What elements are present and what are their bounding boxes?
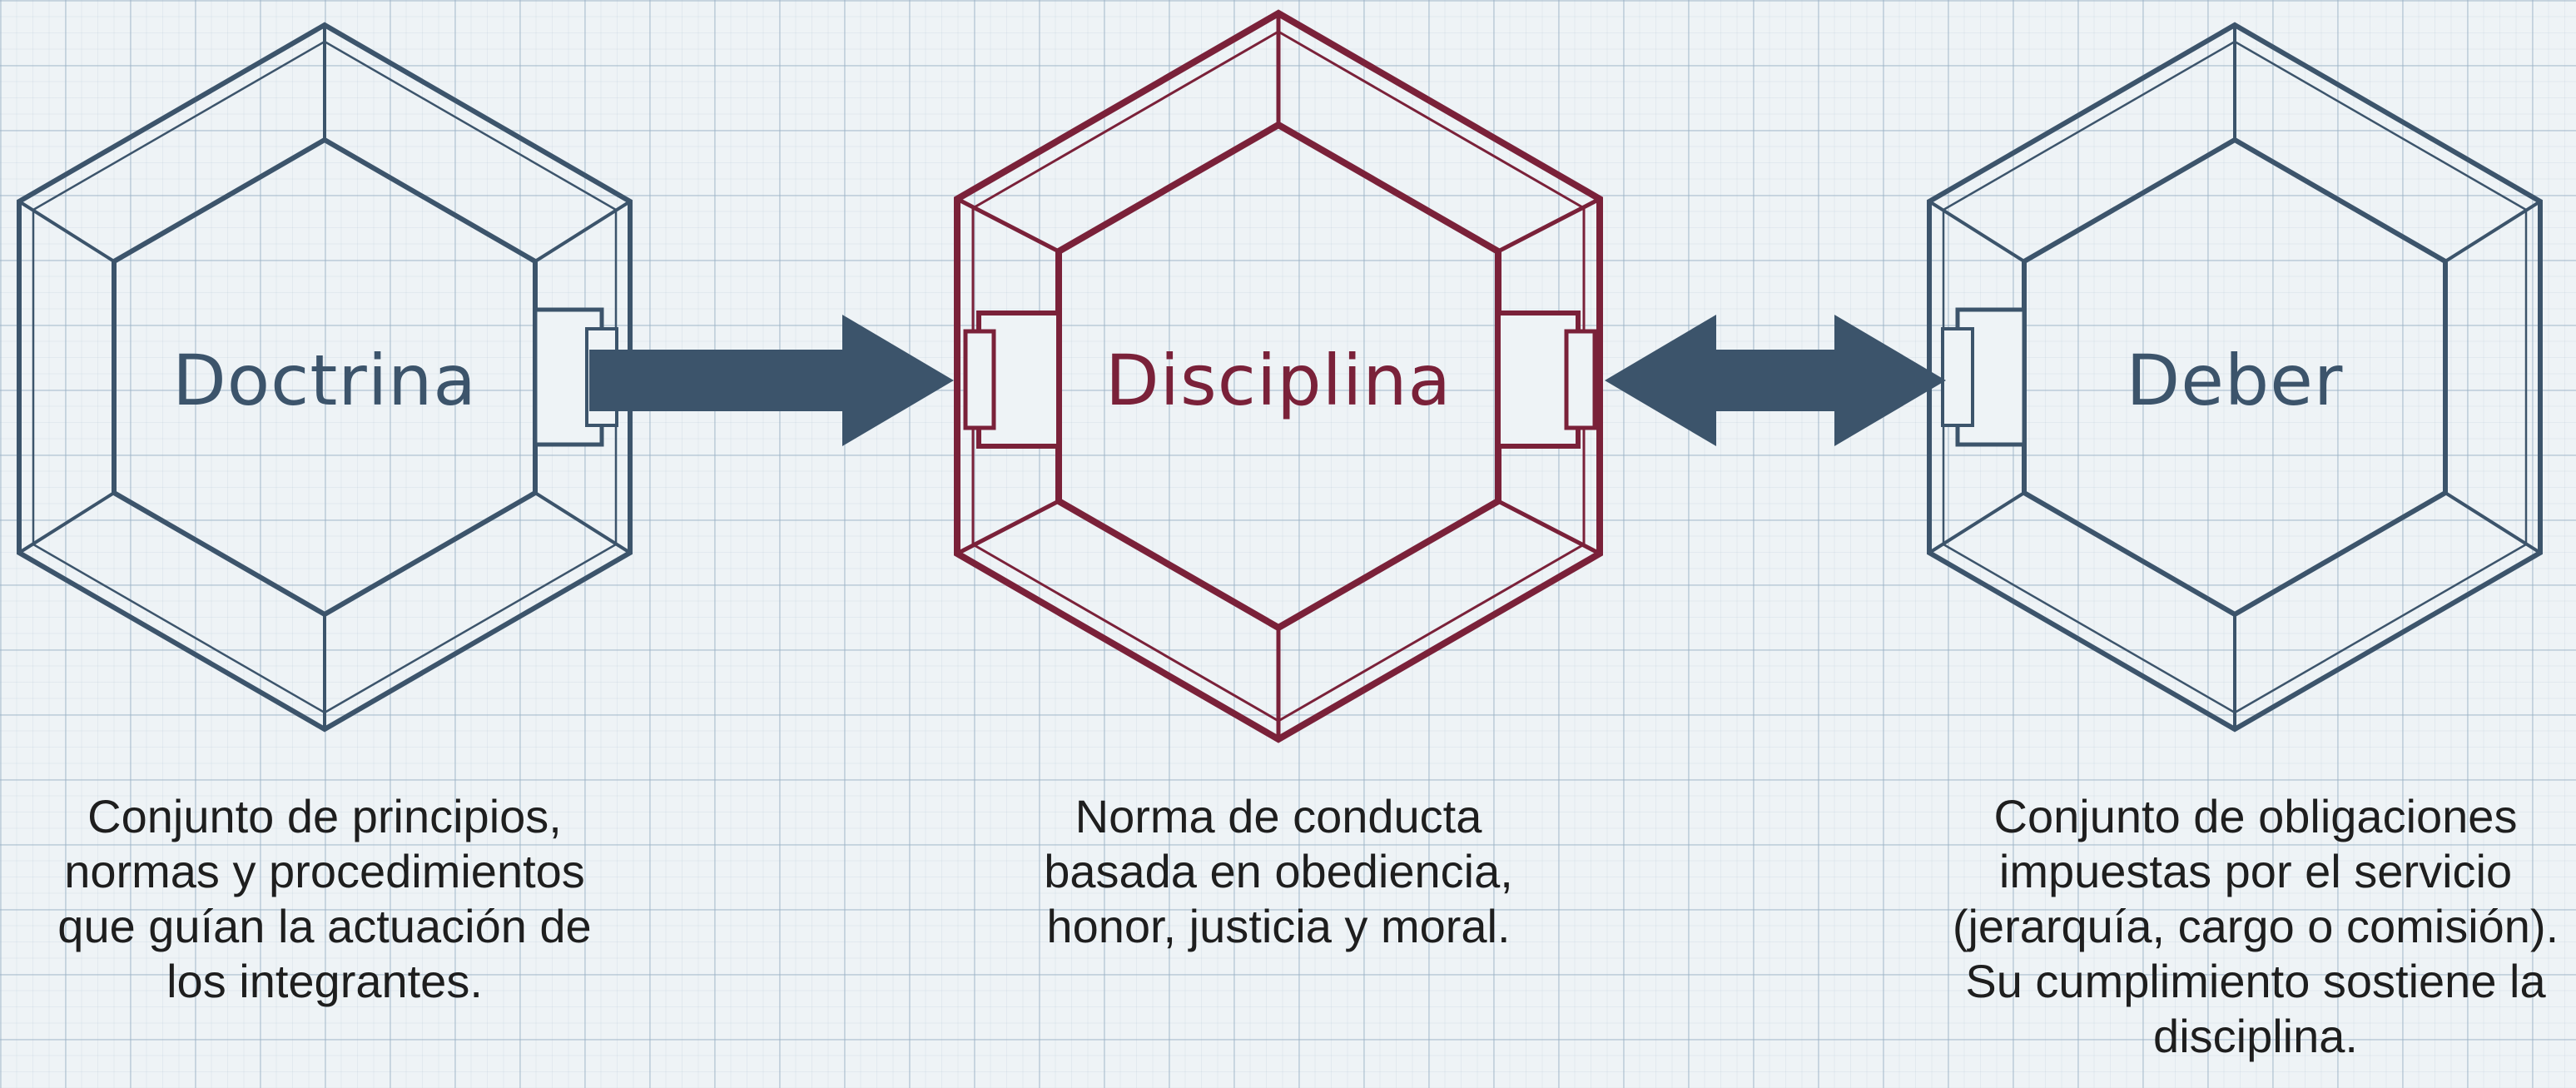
- doctrina-description: Conjunto de principios, normas y procedi…: [57, 789, 591, 1009]
- deber-description: Conjunto de obligaciones impuestas por e…: [1953, 789, 2559, 1064]
- description-line: honor, justicia y moral.: [1046, 900, 1511, 952]
- description-line: impuestas por el servicio: [1998, 845, 2513, 897]
- description-line: basada en obediencia,: [1044, 845, 1513, 897]
- doctrina-title: Doctrina: [172, 340, 477, 421]
- description-line: Conjunto de principios,: [87, 790, 562, 842]
- right-arrow-icon: [589, 315, 954, 446]
- description-line: que guían la actuación de: [57, 900, 592, 952]
- deber-hexagon: [1927, 22, 2543, 733]
- disciplina-description: Norma de conducta basada en obediencia, …: [1044, 789, 1513, 954]
- double-arrow-icon: [1605, 315, 1946, 446]
- disciplina-hexagon: [954, 9, 1603, 743]
- description-line: (jerarquía, cargo o comisión).: [1952, 900, 2559, 952]
- description-line: Norma de conducta: [1075, 790, 1482, 842]
- disciplina-title: Disciplina: [1104, 340, 1452, 421]
- deber-title: Deber: [2126, 340, 2344, 421]
- description-line: Conjunto de obligaciones: [1993, 790, 2518, 842]
- description-line: normas y procedimientos: [64, 845, 585, 897]
- description-line: los integrantes.: [166, 955, 483, 1007]
- description-line: disciplina.: [2153, 1010, 2358, 1062]
- description-line: Su cumplimiento sostiene la: [1965, 955, 2546, 1007]
